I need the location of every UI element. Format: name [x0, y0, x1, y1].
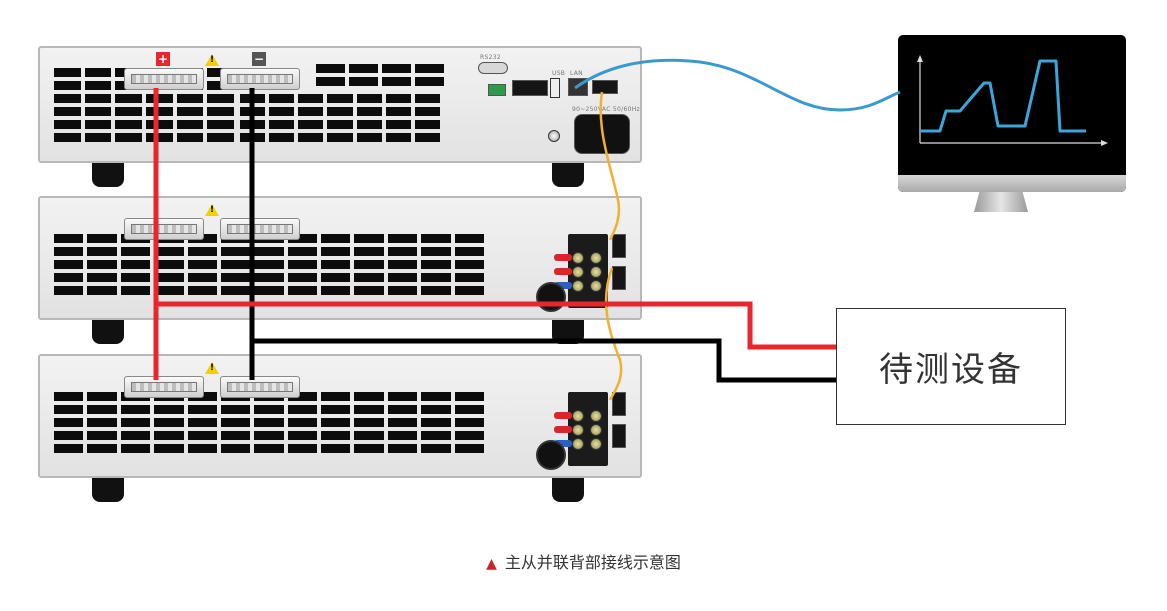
negative-busbar [220, 218, 300, 240]
vent-grille [54, 392, 484, 453]
positive-busbar [124, 376, 204, 398]
terminal-screw-icon [590, 410, 602, 422]
terminal-screw-icon [572, 266, 584, 278]
usb-label: USB [552, 70, 566, 77]
terminal-screw-icon [590, 252, 602, 264]
figure-caption: ▲ 主从并联背部接线示意图 [0, 549, 1167, 573]
master-unit: + − RS232 USB LAN 90~250VAC 50/60Hz [38, 46, 642, 163]
high-voltage-warning-icon [205, 362, 219, 374]
ac-lug-red [554, 268, 572, 275]
slave-unit-2 [38, 354, 642, 478]
positive-busbar [124, 218, 204, 240]
monitor-stand [974, 192, 1028, 212]
terminal-screw-icon [572, 252, 584, 264]
ac-lug-red [554, 254, 572, 261]
terminal-screw-icon [590, 280, 602, 292]
terminal-screw-icon [572, 410, 584, 422]
master-foot-right [552, 163, 584, 187]
negative-output-wire [249, 88, 836, 383]
positive-busbar [124, 68, 204, 90]
caption-text: 主从并联背部接线示意图 [504, 553, 681, 572]
parallel-link-cable [604, 267, 623, 401]
monitor-screen [917, 55, 1108, 146]
ac-lug-red [554, 412, 572, 419]
x-axis-arrow-icon [1101, 140, 1108, 146]
rs232-port[interactable] [478, 62, 508, 74]
parallel-link-cable [599, 91, 621, 241]
cable-grommet [536, 440, 566, 470]
terminal-screw-icon [590, 438, 602, 450]
terminal-screw-icon [572, 280, 584, 292]
slave2-foot-right [552, 478, 584, 502]
rs232-label: RS232 [480, 54, 501, 61]
vent-grille [316, 64, 444, 86]
negative-terminal-label: − [252, 52, 266, 66]
y-axis-arrow-icon [917, 55, 923, 62]
io-terminal[interactable] [512, 80, 548, 96]
terminal-screw-icon [572, 438, 584, 450]
waveform-line [920, 59, 1086, 133]
parallel-link-port-out[interactable] [612, 424, 626, 448]
red-triangle-icon: ▲ [486, 556, 497, 572]
positive-terminal-label: + [156, 52, 170, 66]
ac-lug-red [554, 426, 572, 433]
slave-unit-1 [38, 196, 642, 320]
ground-screw-icon [548, 130, 560, 142]
cable-grommet [536, 282, 566, 312]
usb-port[interactable] [550, 78, 560, 98]
slave1-foot-left [92, 320, 124, 344]
parallel-link-port[interactable] [592, 80, 618, 94]
ac-lug-blue [554, 440, 572, 447]
ac-lug-blue [554, 282, 572, 289]
dut-label: 待测设备 [879, 350, 1023, 390]
lan-label: LAN [570, 70, 583, 77]
lan-cable [574, 58, 901, 112]
negative-busbar [220, 376, 300, 398]
high-voltage-warning-icon [205, 204, 219, 216]
monitor-bezel [898, 175, 1126, 192]
terminal-screw-icon [590, 266, 602, 278]
high-voltage-warning-icon [205, 54, 219, 66]
slave2-foot-left [92, 478, 124, 502]
device-under-test-box: 待测设备 [836, 308, 1066, 425]
parallel-link-port-out[interactable] [612, 266, 626, 290]
computer-monitor [898, 35, 1126, 192]
analog-terminal[interactable] [488, 84, 506, 96]
vent-grille [54, 234, 484, 295]
ac-input-label: 90~250VAC 50/60Hz [572, 106, 640, 113]
master-foot-left [92, 163, 124, 187]
terminal-screw-icon [572, 424, 584, 436]
positive-output-wire [153, 88, 836, 380]
parallel-link-port-in[interactable] [612, 392, 626, 416]
terminal-screw-icon [590, 424, 602, 436]
parallel-link-port-in[interactable] [612, 234, 626, 258]
negative-busbar [220, 68, 300, 90]
